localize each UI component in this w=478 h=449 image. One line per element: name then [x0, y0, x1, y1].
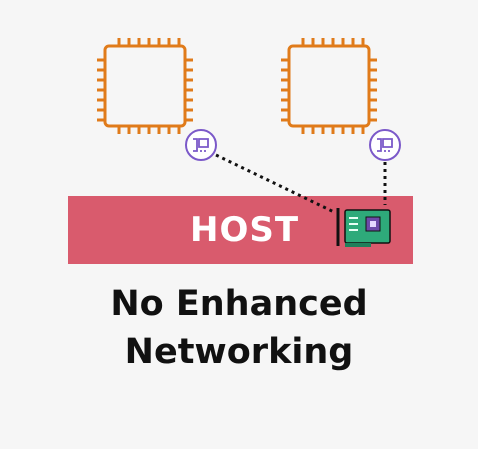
caption-line-2: Networking: [124, 332, 354, 372]
instance-left-icon: [97, 38, 193, 134]
host-label: HOST: [190, 210, 300, 250]
instance-right-icon: [281, 38, 377, 134]
eni-right-icon: [369, 129, 401, 161]
dotted-link-left: [215, 153, 335, 214]
diagram-caption: No Enhanced Networking: [0, 280, 478, 376]
caption-line-1: No Enhanced: [110, 284, 368, 324]
eni-left-icon: [185, 129, 217, 161]
network-card-icon: [336, 208, 391, 247]
